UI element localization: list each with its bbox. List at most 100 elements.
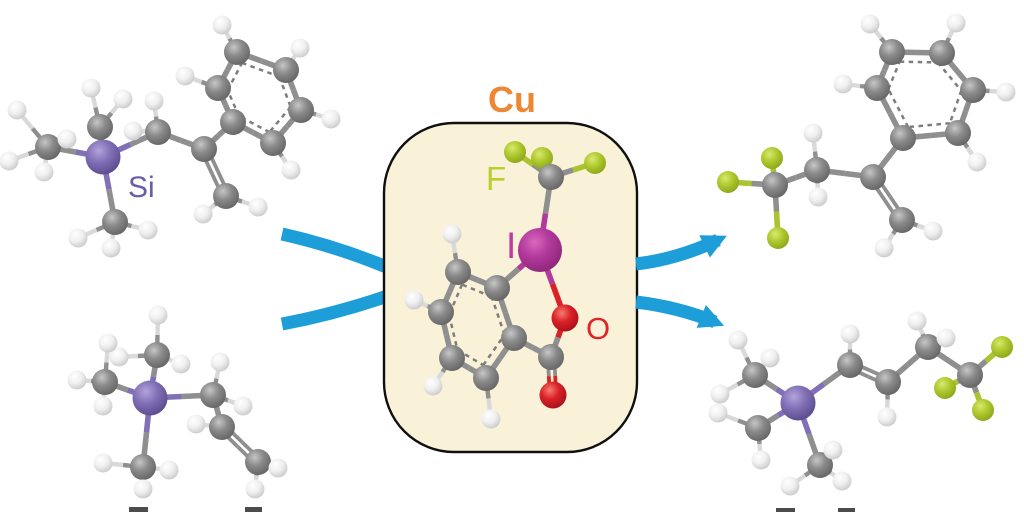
atom-H [148,305,168,325]
atom-C [501,325,527,351]
atom-H [404,290,424,310]
atom-H [245,479,265,499]
atom-H [996,82,1016,102]
atom-H [144,91,164,111]
atom-C [929,40,955,66]
atom-C [742,362,768,388]
atom-C [538,344,564,370]
atom-H [268,458,288,478]
arrow-out-bottom [635,295,725,329]
atom-C [889,207,915,233]
aromatic-bond-dash [887,88,910,128]
atom-Si [85,139,121,175]
atom-C [864,75,890,101]
atom-C [200,382,226,408]
arrow-in-bottom [280,286,399,331]
atom-H [193,204,213,224]
atom-C [209,414,235,440]
atom-H [833,74,853,94]
atom-H [860,14,880,34]
atom-H [708,403,728,423]
atom-H [93,453,113,473]
atom-H [0,151,19,171]
atom-H [728,330,748,350]
atom-H [808,187,828,207]
atom-H [936,328,956,348]
atom-H [212,15,232,35]
aromatic-bond-dash [490,296,506,336]
atom-H [81,78,101,98]
atom-H [123,121,143,141]
molecule-reagent-center [404,141,606,429]
atom-C [273,57,299,83]
cropped-text-mark [838,508,855,512]
atom-C [945,120,971,146]
atom-C [213,183,239,209]
atom-C [538,164,564,190]
atom-C [762,172,788,198]
atom-F [504,141,526,163]
arrows-left [280,227,399,331]
label-i: I [506,225,516,266]
cropped-text-mark [245,507,262,512]
aromatic-bond-dash [482,334,506,366]
atom-H [233,396,253,416]
atom-C [260,130,286,156]
label-f: F [486,160,506,197]
atom-C [205,75,231,101]
aromatic-bond-dash [241,61,280,78]
atom-C [445,259,471,285]
atom-C [130,454,156,480]
label-o: O [586,311,610,346]
aromatic-bond-dash [907,121,950,129]
aromatic-bond-dash [278,76,292,108]
atom-C [807,452,833,478]
atom-H [210,352,230,372]
molecule-reactant-top-left [0,15,341,258]
cropped-text-mark [776,508,795,512]
atom-C [957,362,983,388]
atom-H [101,238,121,258]
atom-H [281,160,301,180]
atom-F [991,336,1013,358]
figure-labels: Cu F I O Si [128,79,610,346]
atom-H [171,354,191,374]
atom-F [972,399,994,421]
atom-F [531,147,553,169]
atom-C [960,77,986,103]
atom-H [93,396,113,416]
atom-C [439,345,465,371]
atom-H [67,370,87,390]
aromatic-bond-dash [887,61,901,90]
atom-H [751,450,771,470]
atom-H [7,100,27,120]
atom-C [745,415,771,441]
atom-H [874,238,894,258]
atom-C [87,114,113,140]
atom-C [484,275,510,301]
atom-F [934,377,956,399]
atom-H [290,38,310,58]
arrow-out-top [635,234,727,271]
atom-C [875,369,901,395]
atom-H [840,324,860,344]
aromatic-bond-dash [899,60,938,64]
aromatic-bond-dash [268,106,292,133]
atom-C [804,157,830,183]
atom-C [879,39,905,65]
atom-H [186,414,206,434]
atom-H [877,407,897,427]
atom-H [159,460,179,480]
atom-C [428,299,454,325]
aromatic-bond-dash [936,61,963,92]
atom-H [321,109,341,129]
cropped-text-mark [129,507,148,512]
atom-H [803,123,823,143]
atom-C [288,97,314,123]
atom-C [245,449,271,475]
atom-C [224,39,250,65]
atom-H [967,152,987,172]
atom-H [68,228,88,248]
label-si: Si [128,171,155,204]
